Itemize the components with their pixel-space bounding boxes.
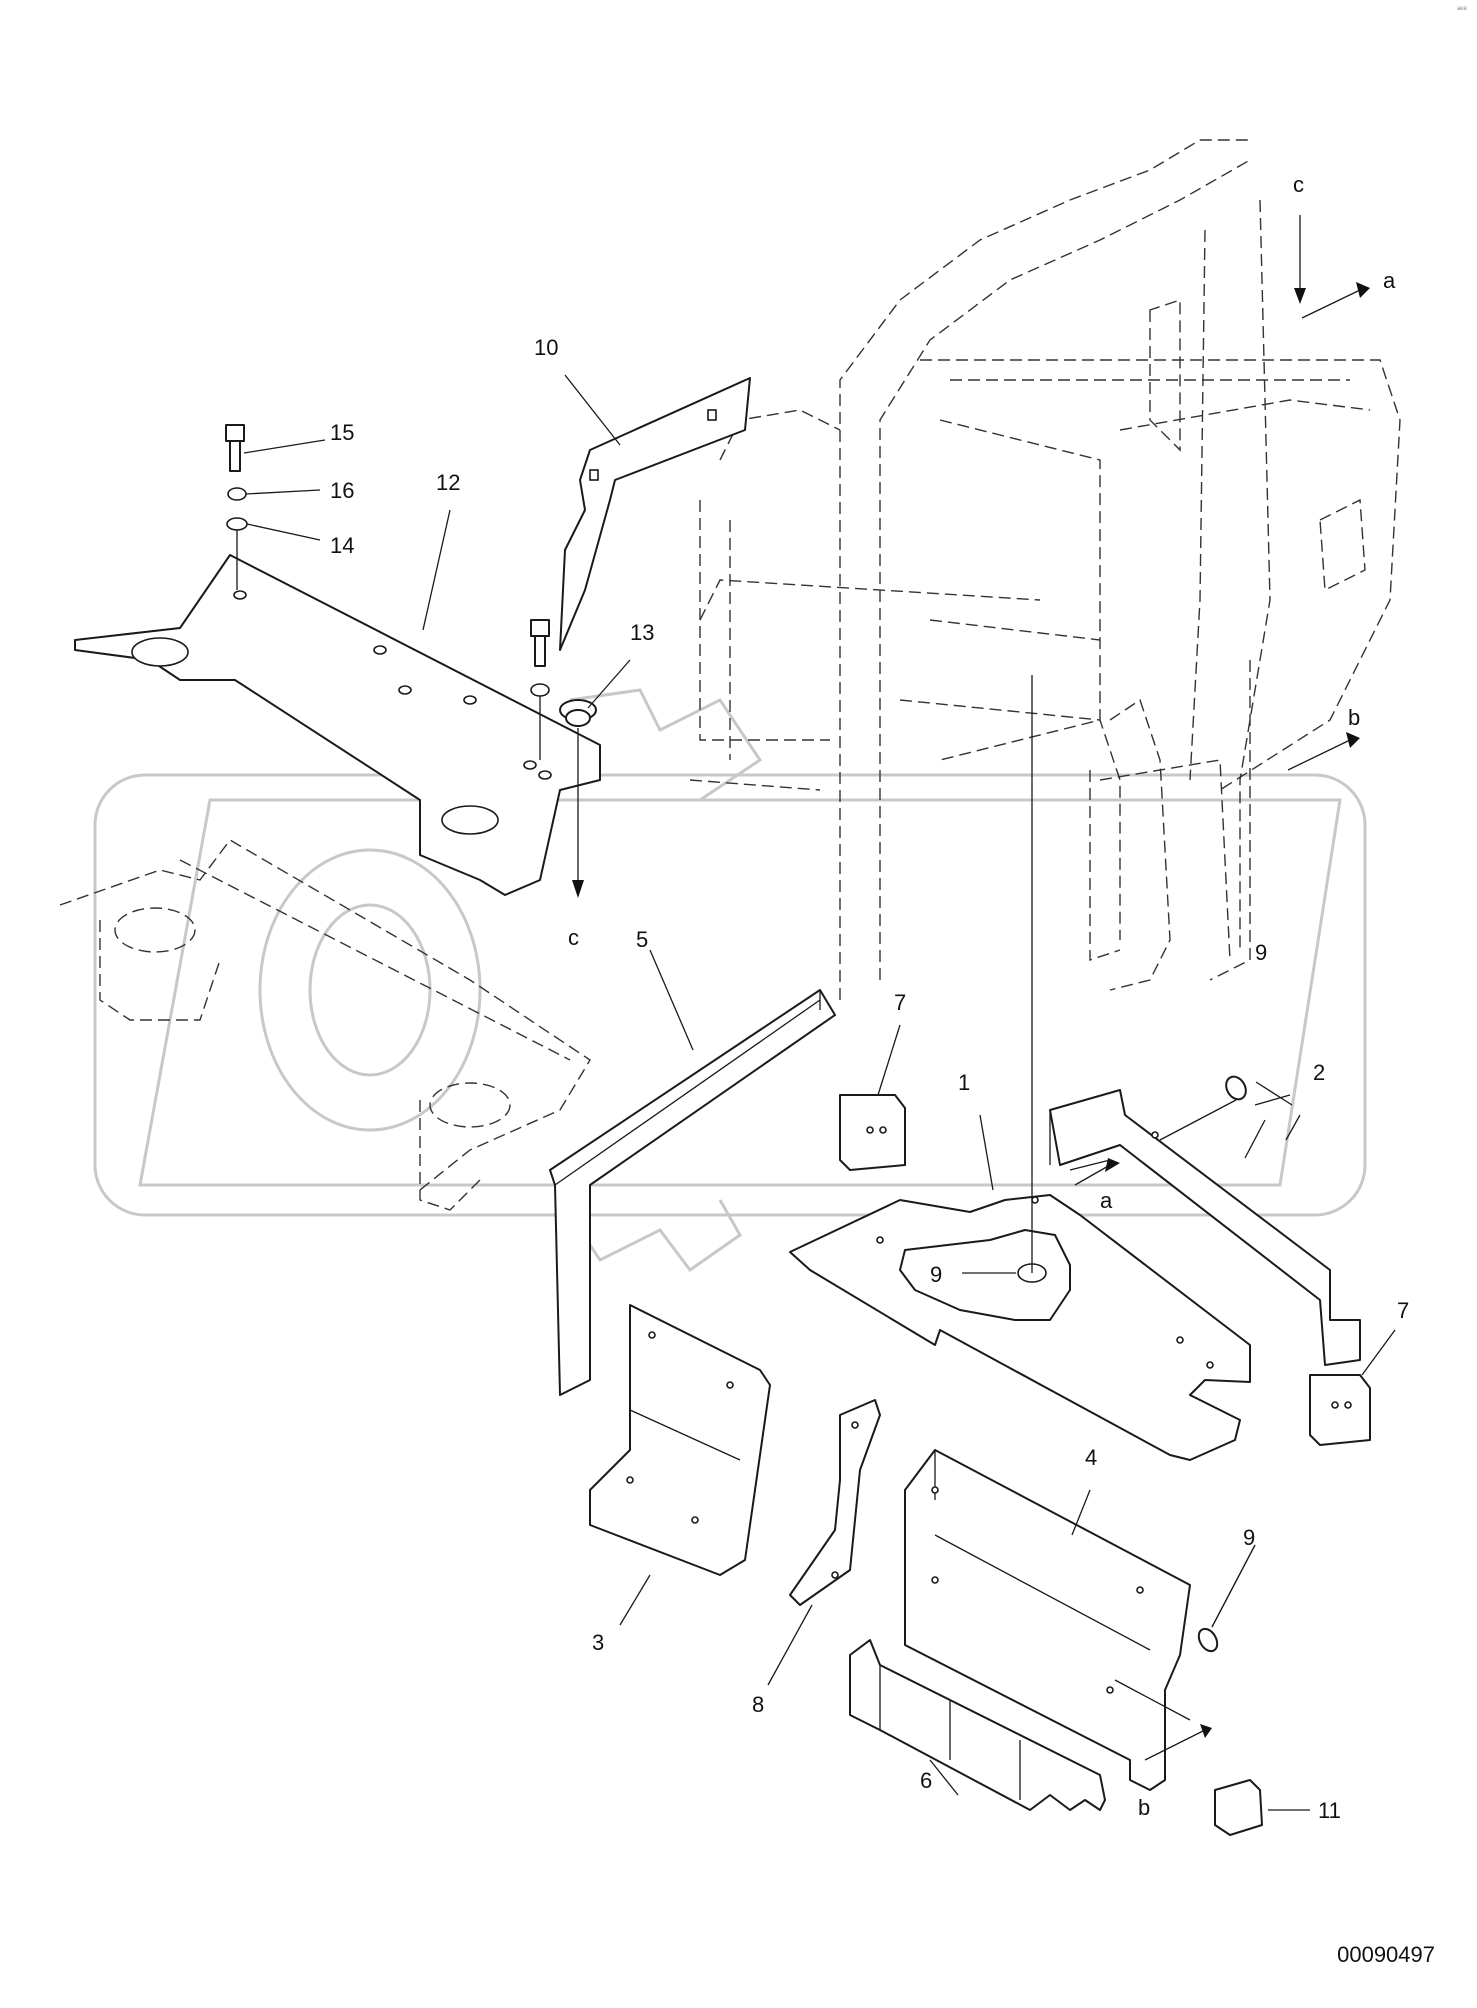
callout-13: 13 xyxy=(630,620,654,645)
callout-2: 2 xyxy=(1313,1060,1325,1085)
part-9-grommet-c xyxy=(1197,1627,1219,1653)
callout-14: 14 xyxy=(330,533,354,558)
part-4-panel xyxy=(904,1449,1191,1791)
part-2-bracket xyxy=(1049,1089,1361,1366)
part-7-block-a xyxy=(839,1094,906,1171)
callout-7a: 7 xyxy=(894,990,906,1015)
bolt-assembly-left xyxy=(225,424,248,590)
part-9-grommet-a xyxy=(1159,1075,1247,1141)
part-3-panel xyxy=(589,1304,771,1576)
ref-letter-b-top: b xyxy=(1348,705,1360,730)
ref-letter-b-bottom: b xyxy=(1138,1795,1150,1820)
callout-1: 1 xyxy=(958,1070,970,1095)
callout-8: 8 xyxy=(752,1692,764,1717)
callout-16: 16 xyxy=(330,478,354,503)
callout-4: 4 xyxy=(1085,1445,1097,1470)
part-6-channel xyxy=(849,1639,1106,1811)
part-8-bracket xyxy=(789,1399,881,1606)
callout-9a: 9 xyxy=(1255,940,1267,965)
callout-9c: 9 xyxy=(1243,1525,1255,1550)
callout-labels: 1 2 3 4 5 6 7 7 8 9 9 9 10 11 12 13 14 1… xyxy=(330,172,1409,1823)
leader-lines xyxy=(243,215,1396,1811)
part-1-floor-plate xyxy=(789,675,1251,1461)
watermark-logo xyxy=(93,688,1367,1273)
ref-letter-a-top: a xyxy=(1383,268,1396,293)
drawing-number: 00090497 xyxy=(1337,1942,1435,1967)
callout-9b: 9 xyxy=(930,1262,942,1287)
callout-7b: 7 xyxy=(1397,1298,1409,1323)
callout-12: 12 xyxy=(436,470,460,495)
ref-letter-c-top: c xyxy=(1293,172,1304,197)
corner-mark: ᵃᵉᵉ xyxy=(1456,4,1467,14)
callout-15: 15 xyxy=(330,420,354,445)
part-11-block xyxy=(1214,1779,1263,1836)
callout-6: 6 xyxy=(920,1768,932,1793)
part-5-strip xyxy=(549,989,836,1396)
part-12-plate xyxy=(74,554,601,896)
ref-letter-c-bottom: c xyxy=(568,925,579,950)
callout-11: 11 xyxy=(1318,1798,1341,1823)
part-7-block-b xyxy=(1309,1374,1371,1446)
part-13-grommet xyxy=(559,699,597,898)
ref-letter-a-bottom: a xyxy=(1100,1188,1113,1213)
cab-frame xyxy=(689,139,1401,1000)
callout-5: 5 xyxy=(636,927,648,952)
bolt-assembly-right xyxy=(530,619,550,760)
base-frame xyxy=(59,839,591,1211)
callout-10: 10 xyxy=(534,335,558,360)
callout-3: 3 xyxy=(592,1630,604,1655)
part-10-panel xyxy=(559,377,751,651)
